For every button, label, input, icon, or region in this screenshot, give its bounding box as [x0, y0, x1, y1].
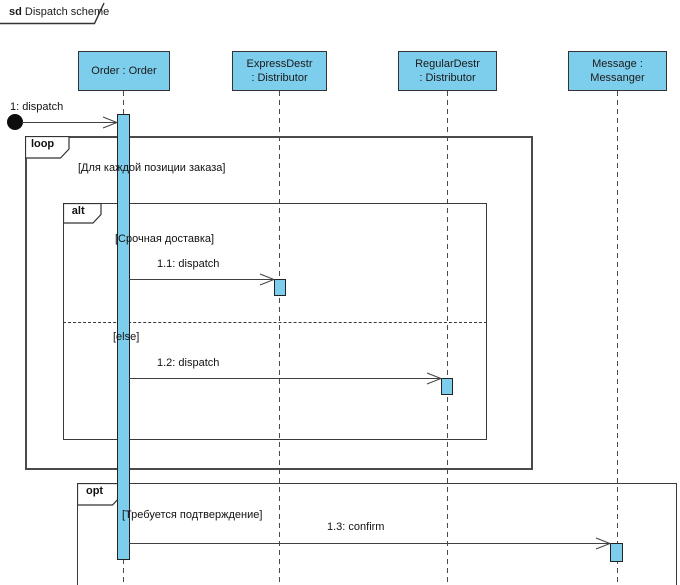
lifeline-head-message-line2: Messanger — [590, 72, 645, 84]
message-1-2-label: 1.2: dispatch — [157, 357, 220, 369]
fragment-opt-operator: opt — [76, 482, 122, 509]
alt-operand-separator — [63, 322, 487, 323]
message-1-1-label: 1.1: dispatch — [157, 258, 220, 270]
lifeline-message — [617, 91, 618, 585]
fragment-alt-keyword: alt — [71, 205, 85, 217]
activation-message — [610, 543, 623, 562]
message-1-3-arrow — [129, 537, 611, 550]
message-1-1-arrow — [129, 273, 275, 286]
diagram-title: sd Dispatch scheme — [9, 6, 109, 18]
lifeline-head-regulardestr: RegularDestr : Distributor — [398, 51, 497, 91]
lifeline-head-expressdestr: ExpressDestr : Distributor — [232, 51, 327, 91]
fragment-opt-keyword: opt — [85, 485, 104, 497]
fragment-alt: alt — [62, 202, 487, 440]
lifeline-head-message: Message : Messanger — [568, 51, 667, 91]
lifeline-expressdestr — [279, 91, 280, 585]
fragment-loop-operator: loop — [24, 135, 70, 162]
message-1-2-arrow — [129, 372, 442, 385]
pentagon-shape — [76, 482, 122, 506]
fragment-loop: loop — [24, 135, 533, 470]
pentagon-shape — [24, 135, 70, 159]
found-message-start-dot — [7, 114, 23, 130]
frame-title-text: Dispatch scheme — [24, 6, 110, 18]
lifeline-head-message-line1: Message : — [592, 58, 643, 70]
lifeline-head-expressdestr-line2: : Distributor — [251, 72, 308, 84]
lifeline-head-expressdestr-line1: ExpressDestr — [246, 58, 313, 70]
diagram-frame-label: sd Dispatch scheme — [0, 0, 120, 26]
message-1-3-label: 1.3: confirm — [327, 521, 385, 533]
message-1-label: 1: dispatch — [10, 101, 64, 113]
lifeline-head-regulardestr-line1: RegularDestr — [415, 58, 480, 70]
activation-order — [117, 114, 130, 560]
lifeline-regulardestr — [447, 91, 448, 585]
activation-regulardestr — [441, 378, 453, 395]
lifeline-head-order: Order : Order — [78, 51, 170, 91]
activation-expressdestr — [274, 279, 286, 296]
fragment-alt-operator: alt — [62, 202, 102, 227]
message-1-arrow — [22, 116, 118, 129]
pentagon-shape — [62, 202, 102, 224]
fragment-loop-guard: [Для каждой позиции заказа] — [78, 162, 226, 174]
fragment-opt: opt — [76, 482, 677, 585]
frame-label-outline-shape — [0, 2, 105, 25]
fragment-loop-keyword: loop — [30, 138, 55, 150]
lifeline-head-order-line1: Order : Order — [91, 65, 157, 77]
fragment-alt-else-guard: [else] — [113, 331, 140, 343]
fragment-opt-guard: [Требуется подтверждение] — [122, 509, 263, 521]
fragment-alt-guard: [Срочная доставка] — [115, 233, 215, 245]
lifeline-head-regulardestr-line2: : Distributor — [419, 72, 476, 84]
frame-keyword: sd — [9, 6, 22, 18]
